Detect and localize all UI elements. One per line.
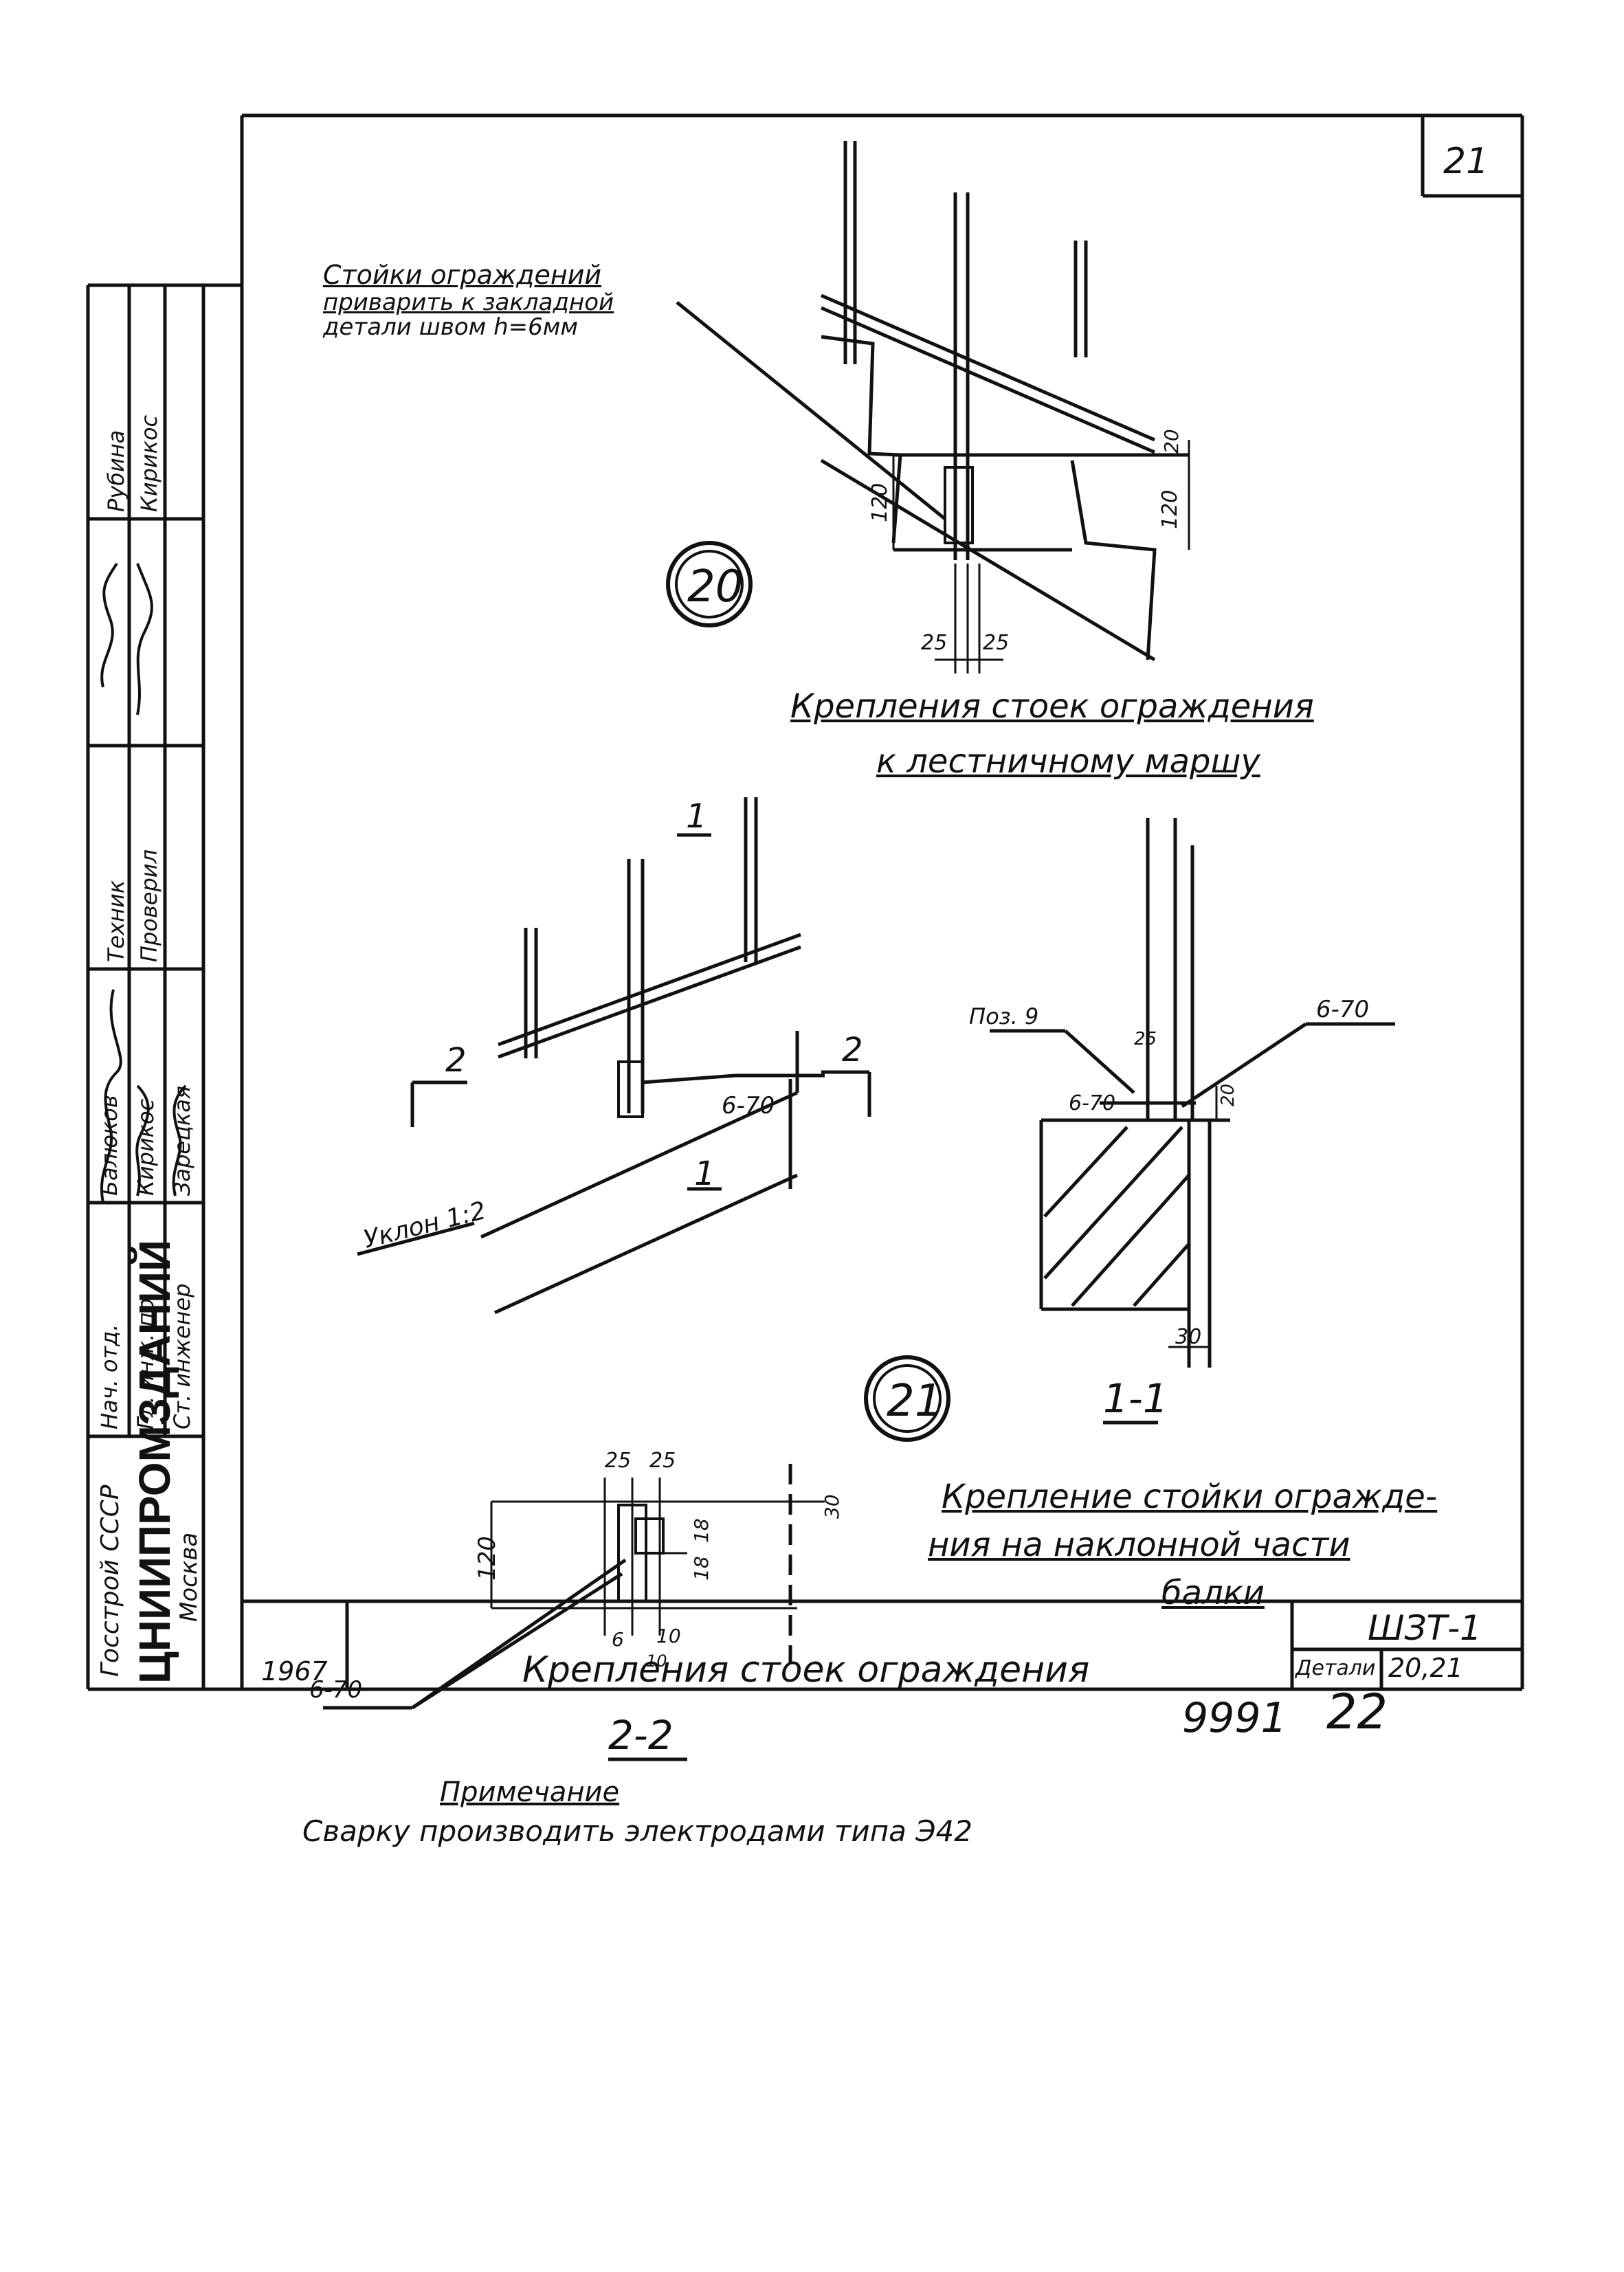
detail-20-caption-2: к лестничному маршу [876, 742, 1260, 781]
sec22-d25a: 25 [605, 1449, 631, 1473]
d20-dim-20: 20 [1160, 429, 1183, 454]
sec11-weld-b: 6-70 [1316, 996, 1369, 1023]
bottom-number: 9991 [1182, 1694, 1287, 1742]
section-mark-2-right: 2 [842, 1031, 863, 1069]
note-top-line2: приварить к закладной [323, 289, 614, 316]
sec11-pos: Поз. 9 [969, 1003, 1038, 1029]
sec11-d25: 25 [1134, 1029, 1157, 1049]
detail-20-marker-text: 20 [687, 561, 743, 612]
note-title: Примечание [440, 1777, 620, 1808]
sec22-d18a: 18 [690, 1518, 713, 1543]
sheet-number: 21 [1443, 141, 1489, 182]
sec22-d18b: 18 [690, 1556, 713, 1581]
sec11-d20: 20 [1218, 1084, 1238, 1106]
bottom-page: 22 [1326, 1684, 1388, 1740]
sec11-title: 1-1 [1103, 1375, 1168, 1422]
sec22-d25b: 25 [649, 1449, 676, 1473]
sec22-title: 2-2 [608, 1712, 674, 1759]
detail-21-caption-3: балки [1161, 1574, 1265, 1612]
sheet-title: Крепления стоек ограждения [522, 1649, 1090, 1691]
sec22-d6: 6 [612, 1628, 624, 1651]
detail-20-caption-1: Крепления стоек ограждения [790, 687, 1314, 726]
sec11-d30: 30 [1175, 1325, 1201, 1349]
sec22-d120: 120 [474, 1536, 501, 1581]
d20-dim-25b: 25 [983, 631, 1009, 655]
section-mark-2-left: 2 [445, 1041, 467, 1080]
detail-21-caption-1: Крепление стойки огражде- [942, 1478, 1438, 1516]
doc-code: ШЗТ-1 [1368, 1608, 1482, 1648]
details-value: 20,21 [1388, 1653, 1463, 1683]
sec11-weld-a: 6-70 [1069, 1091, 1115, 1115]
sec22-weld: 6-70 [309, 1676, 362, 1704]
sec22-d10a: 10 [656, 1625, 681, 1647]
d20-dim-120-left: 120 [868, 483, 892, 522]
note-text: Сварку производить электродами типа Э42 [302, 1814, 972, 1848]
year: 1967 [261, 1656, 328, 1686]
d20-dim-120-right: 120 [1158, 490, 1182, 529]
d20-dim-25a: 25 [921, 631, 947, 655]
sec22-d30: 30 [821, 1494, 843, 1519]
section-mark-1-bottom: 1 [694, 1155, 715, 1193]
section-mark-1-top: 1 [686, 797, 707, 836]
details-label: Детали [1295, 1656, 1376, 1680]
detail-21-caption-2: ния на наклонной части [928, 1526, 1350, 1564]
note-top-line3: детали швом h=6мм [323, 313, 579, 341]
detail-21-marker-text: 21 [887, 1376, 942, 1427]
sec22-d10b: 10 [646, 1651, 667, 1671]
detail-21-weld-text: 6-70 [722, 1092, 775, 1120]
note-top-line1: Стойки ограждений [323, 260, 602, 290]
